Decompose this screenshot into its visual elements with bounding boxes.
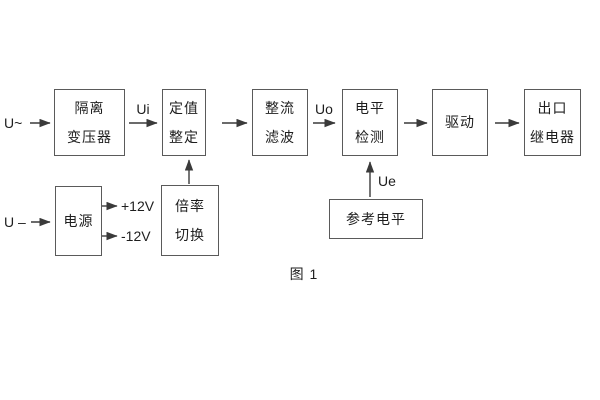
label-u-ac: U~ bbox=[4, 115, 23, 131]
block-driver: 驱动 bbox=[432, 89, 488, 156]
block-label-line: 电源 bbox=[63, 212, 94, 229]
block-label-line: 继电器 bbox=[530, 128, 575, 145]
block-label-line: 检测 bbox=[355, 128, 385, 145]
block-reference-level: 参考电平 bbox=[329, 199, 423, 239]
block-label-line: 倍率 bbox=[175, 197, 205, 214]
block-label-line: 变压器 bbox=[67, 128, 112, 145]
label-rail-minus12: -12V bbox=[121, 228, 151, 244]
block-label-line: 隔离 bbox=[74, 99, 105, 116]
block-ratio-switch: 倍率 切换 bbox=[161, 185, 219, 256]
block-label-line: 切换 bbox=[175, 226, 205, 243]
block-label-line: 滤波 bbox=[265, 128, 295, 145]
figure-caption: 图 1 bbox=[289, 266, 319, 282]
block-isolation-transformer: 隔离 变压器 bbox=[54, 89, 125, 156]
label-uo: Uo bbox=[315, 101, 333, 117]
block-label-line: 出口 bbox=[537, 99, 568, 116]
label-ui: Ui bbox=[136, 101, 150, 117]
label-u-dc: U – bbox=[4, 214, 26, 230]
block-label-line: 整流 bbox=[265, 99, 295, 116]
label-ue: Ue bbox=[378, 173, 396, 189]
block-power-supply: 电源 bbox=[55, 186, 102, 256]
block-setpoint-adjust: 定值 整定 bbox=[162, 89, 206, 156]
block-label-line: 电平 bbox=[355, 99, 385, 116]
block-label-line: 参考电平 bbox=[346, 210, 406, 227]
block-label-line: 整定 bbox=[169, 128, 199, 145]
label-rail-plus12: +12V bbox=[121, 198, 155, 214]
block-label-line: 驱动 bbox=[445, 114, 475, 130]
block-level-detect: 电平 检测 bbox=[342, 89, 398, 156]
block-label-line: 定值 bbox=[169, 99, 199, 116]
block-output-relay: 出口 继电器 bbox=[524, 89, 581, 156]
block-rectifier-filter: 整流 滤波 bbox=[252, 89, 308, 156]
